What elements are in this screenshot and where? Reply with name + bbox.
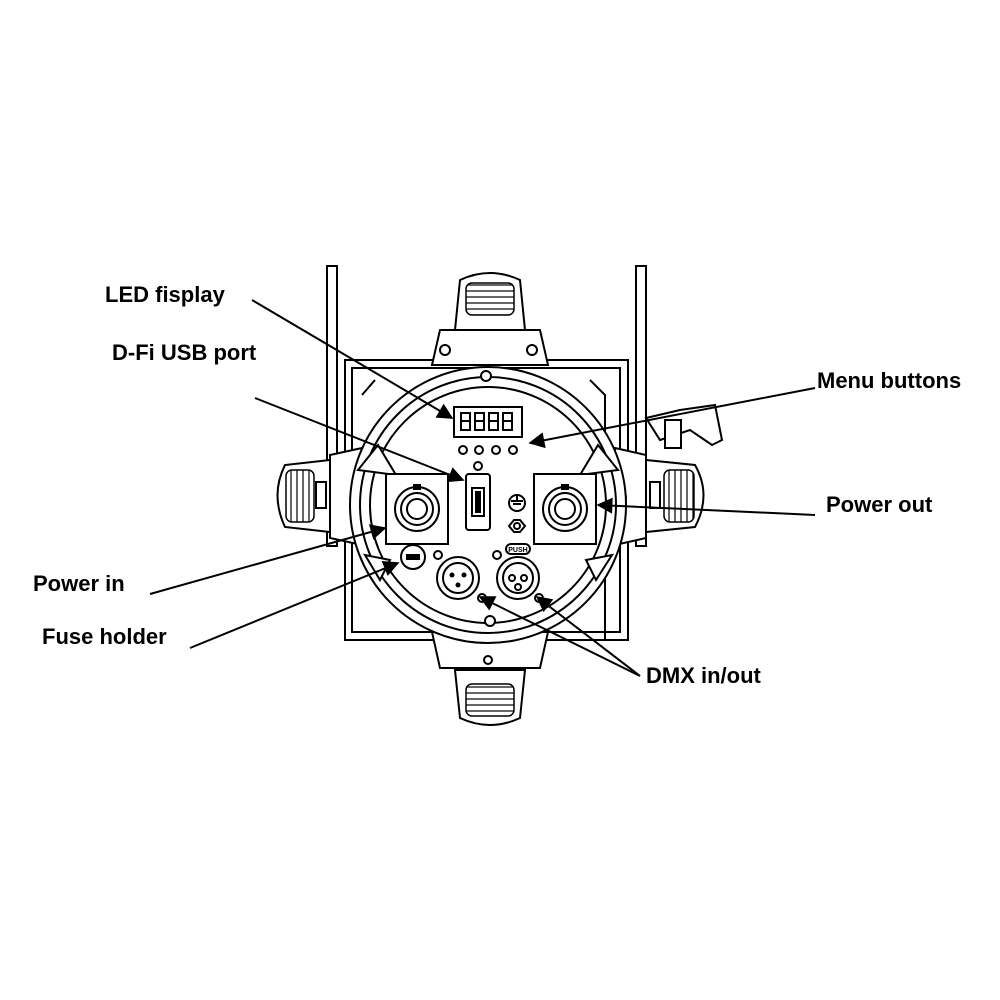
push-label: PUSH	[508, 547, 527, 554]
leader-power-out	[596, 497, 816, 516]
leader-menu-buttons	[528, 387, 816, 449]
top-handle	[430, 272, 550, 366]
led-display	[453, 406, 523, 438]
led-digits	[460, 412, 513, 431]
menu-buttons	[458, 445, 518, 455]
label-menu-buttons: Menu buttons	[817, 368, 962, 393]
leader-usb-port	[254, 397, 465, 483]
label-usb-port: D-Fi USB port	[112, 340, 257, 365]
dmx-in-connector	[433, 550, 480, 600]
label-dmx-in-out: DMX in/out	[646, 663, 761, 688]
leader-power-in	[149, 524, 387, 595]
leader-led-display	[251, 299, 454, 419]
label-fuse-holder: Fuse holder	[42, 624, 167, 649]
bottom-handle	[430, 631, 550, 726]
usb-port	[465, 461, 491, 531]
ground-terminal	[507, 494, 527, 533]
callout-lines	[149, 299, 816, 677]
fuse-holder	[400, 544, 426, 570]
label-led-display: LED fisplay	[105, 282, 225, 307]
power-in-connector	[385, 473, 449, 545]
label-power-out: Power out	[826, 492, 933, 517]
right-handle	[614, 403, 724, 547]
leader-fuse-holder	[189, 561, 400, 649]
power-out-connector	[533, 473, 597, 545]
yoke	[326, 265, 647, 547]
leader-dmx-in	[478, 596, 641, 677]
leader-dmx-out	[535, 596, 641, 677]
label-power-in: Power in	[33, 571, 125, 596]
